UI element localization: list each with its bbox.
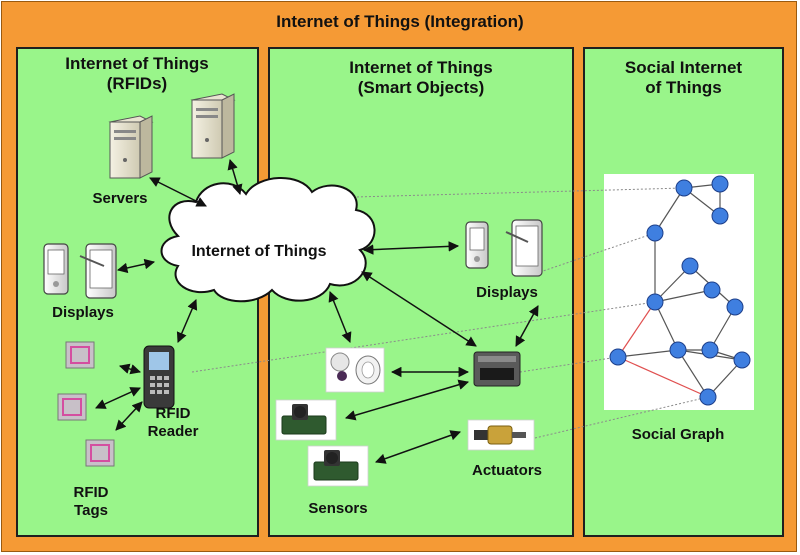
- graph-node: [703, 281, 721, 299]
- link-arrow: [176, 299, 198, 343]
- label-rfid-tags: RFID Tags: [73, 484, 109, 519]
- graph-node: [669, 341, 687, 359]
- graph-node: [699, 388, 717, 406]
- label-rfid-reader: RFID Reader: [147, 405, 199, 440]
- dotted-link-displays-graph: [539, 232, 656, 273]
- panel-title-social: Social Internet of Things: [624, 58, 743, 98]
- link-arrow: [515, 305, 539, 347]
- label-actuators: Actuators: [471, 462, 542, 479]
- panel-title-rfid: Internet of Things (RFIDs): [65, 54, 209, 94]
- label-displays-right: Displays: [476, 284, 538, 301]
- link-arrow: [375, 430, 461, 464]
- link-arrow: [118, 363, 142, 375]
- rfid-tag-icon: [57, 393, 87, 421]
- actuator-icon: [467, 419, 535, 451]
- rfid-tag-icon: [65, 341, 95, 369]
- graph-edge: [654, 301, 679, 351]
- graph-node: [675, 179, 693, 197]
- link-arrow: [344, 379, 470, 421]
- link-arrow: [328, 291, 352, 343]
- link-arrow: [95, 387, 141, 409]
- graph-edge: [617, 349, 679, 358]
- graph-node: [609, 348, 627, 366]
- dotted-link-gateway-graph: [519, 356, 619, 373]
- graph-edge: [654, 187, 685, 234]
- diagram-title: Internet of Things (Integration): [276, 12, 524, 31]
- gateway-device-icon: [473, 351, 521, 387]
- link-arrow: [227, 158, 243, 196]
- panel-title-smart-objects: Internet of Things (Smart Objects): [349, 58, 493, 98]
- graph-node: [711, 175, 729, 193]
- social-graph-canvas: [604, 174, 754, 410]
- graph-node: [733, 351, 751, 369]
- rfid-reader-icon: [143, 345, 175, 409]
- label-displays-left: Displays: [52, 304, 114, 321]
- graph-node: [646, 224, 664, 242]
- sensor-board-icon: [275, 399, 337, 441]
- pda-icon: [43, 243, 69, 295]
- graph-edge-red: [617, 301, 656, 358]
- link-arrow: [115, 401, 143, 431]
- graph-node: [701, 341, 719, 359]
- graph-edge-red: [617, 356, 709, 398]
- graph-node: [726, 298, 744, 316]
- label-cloud: Internet of Things: [191, 243, 327, 260]
- link-arrow: [149, 177, 207, 207]
- dotted-link-actuator-graph: [534, 396, 709, 439]
- link-arrow: [361, 271, 477, 347]
- tablet-icon: [505, 219, 543, 277]
- label-social-graph: Social Graph: [631, 426, 725, 443]
- graph-node: [711, 207, 729, 225]
- pda-icon: [465, 221, 489, 269]
- graph-node: [646, 293, 664, 311]
- server-icon: [108, 115, 154, 179]
- rfid-tag-icon: [85, 439, 115, 467]
- label-servers: Servers: [92, 190, 148, 207]
- graph-node: [681, 257, 699, 275]
- sensor-board-icon: [307, 445, 369, 487]
- graph-edge: [677, 349, 709, 398]
- cloud-icon: [160, 177, 376, 303]
- link-arrow: [362, 241, 460, 255]
- label-sensors: Sensors: [308, 500, 368, 517]
- tablet-icon: [79, 243, 117, 299]
- smart-sensor-cluster-icon: [325, 347, 385, 393]
- server-icon: [190, 93, 236, 159]
- graph-edge: [654, 289, 713, 303]
- link-arrow: [116, 258, 156, 274]
